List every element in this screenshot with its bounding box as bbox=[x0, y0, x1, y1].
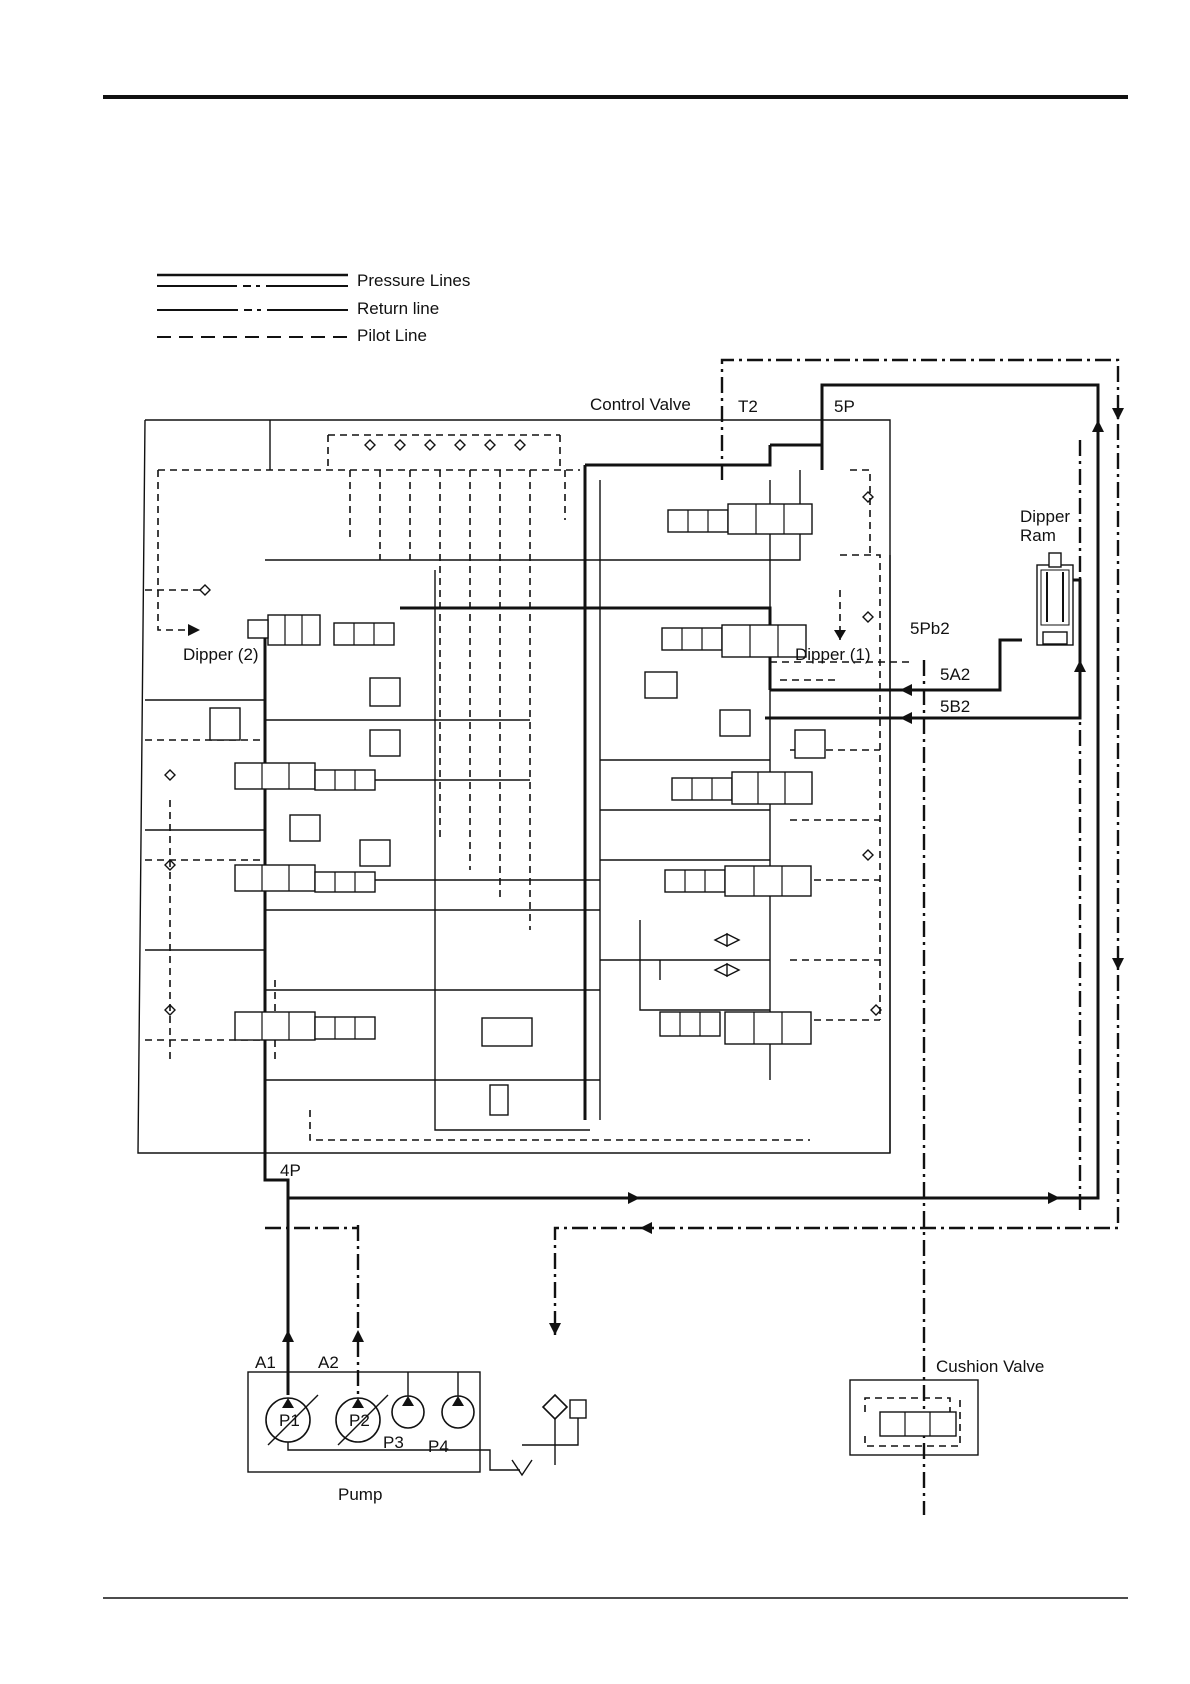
legend-return-label: Return line bbox=[357, 299, 439, 318]
label-5a2: 5A2 bbox=[940, 665, 970, 684]
spool-valve-left-2 bbox=[235, 763, 375, 790]
left-check-valve bbox=[200, 585, 210, 595]
dipper-ram-cylinder bbox=[1037, 553, 1073, 645]
legend-pressure-label: Pressure Lines bbox=[357, 271, 470, 290]
spool-valve-left-3 bbox=[235, 865, 375, 892]
relief-valve-left-2 bbox=[370, 730, 400, 756]
spool-valve-right-3 bbox=[672, 772, 812, 804]
label-pump-p1: P1 bbox=[279, 1411, 300, 1430]
manifold-check-valves bbox=[365, 440, 525, 450]
label-dipper-1: Dipper (1) bbox=[795, 645, 871, 664]
relief-valve-left-4 bbox=[360, 840, 390, 866]
relief-valve-left-1 bbox=[370, 678, 400, 706]
label-pump: Pump bbox=[338, 1485, 382, 1504]
relief-valve-right-2 bbox=[720, 710, 750, 736]
relief-valve-right-1 bbox=[645, 672, 677, 698]
label-t2: T2 bbox=[738, 397, 758, 416]
label-dipper-2: Dipper (2) bbox=[183, 645, 259, 664]
label-5p: 5P bbox=[834, 397, 855, 416]
pump-supply-lines bbox=[265, 1225, 358, 1395]
legend-pressure-symbol bbox=[157, 275, 348, 286]
restrictors-right bbox=[715, 934, 739, 976]
internal-pressure-lines bbox=[145, 445, 800, 1198]
label-dipper-ram-line1: Dipper bbox=[1020, 507, 1070, 526]
relief-valve-left-3 bbox=[290, 815, 320, 841]
legend-pilot-label: Pilot Line bbox=[357, 326, 427, 345]
relief-valve-center bbox=[490, 1085, 508, 1115]
label-pump-p2: P2 bbox=[349, 1411, 370, 1430]
label-5b2: 5B2 bbox=[940, 697, 970, 716]
spool-valve-right-4 bbox=[665, 866, 811, 896]
label-4p: 4P bbox=[280, 1161, 301, 1180]
label-5pb2: 5Pb2 bbox=[910, 619, 950, 638]
legend: Pressure Lines Return line Pilot Line bbox=[157, 271, 470, 345]
pilot-valve-center bbox=[482, 1018, 532, 1046]
label-a2: A2 bbox=[318, 1353, 339, 1372]
label-cushion-valve: Cushion Valve bbox=[936, 1357, 1044, 1376]
spool-valve-right-1 bbox=[668, 504, 812, 534]
return-lines-top bbox=[288, 360, 1118, 1335]
spool-valve-right-5 bbox=[660, 1012, 811, 1044]
filter-and-tank bbox=[512, 1395, 586, 1475]
spool-valve-left-4 bbox=[235, 1012, 375, 1040]
check-valve-right-bank bbox=[795, 730, 825, 758]
check-valve-left-bank bbox=[210, 708, 240, 740]
label-a1: A1 bbox=[255, 1353, 276, 1372]
label-dipper-ram-line2: Ram bbox=[1020, 526, 1056, 545]
label-control-valve: Control Valve bbox=[590, 395, 691, 414]
spool-valve-dipper-1 bbox=[662, 625, 806, 657]
spool-valve-dipper-2 bbox=[248, 615, 394, 645]
label-pump-p4: P4 bbox=[428, 1437, 449, 1456]
label-pump-p3: P3 bbox=[383, 1433, 404, 1452]
cushion-valve bbox=[850, 1380, 978, 1455]
